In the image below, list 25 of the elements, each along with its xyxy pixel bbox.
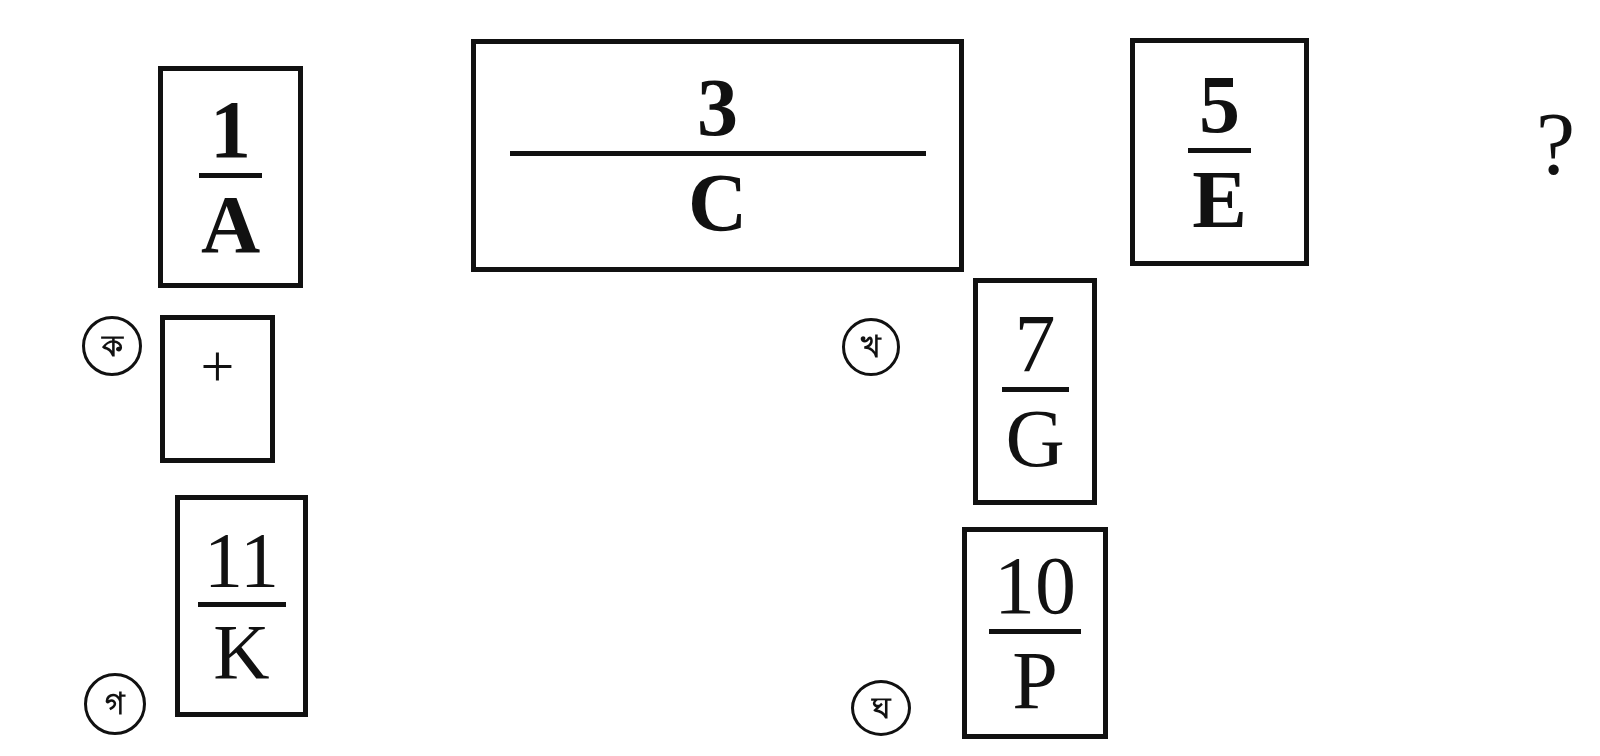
denominator: A: [200, 185, 261, 264]
numerator: 3: [697, 69, 738, 147]
denominator: E: [1192, 160, 1247, 239]
numerator: 5: [1199, 65, 1240, 144]
fraction-box: [973, 278, 1097, 505]
fraction-box: [160, 315, 275, 463]
option-marker: ঘ: [851, 680, 911, 736]
denominator: G: [1005, 400, 1065, 478]
denominator: C: [687, 164, 748, 242]
fraction-box: [962, 527, 1108, 739]
fraction-box: [158, 66, 303, 288]
fraction-box: [471, 39, 964, 272]
fraction-box: [1130, 38, 1309, 266]
question-mark: ?: [1536, 100, 1576, 188]
denominator: K: [213, 614, 270, 689]
numerator: 11: [203, 523, 280, 598]
numerator: 7: [1014, 305, 1056, 383]
numerator: 1: [210, 90, 251, 169]
fraction-box: [175, 495, 308, 717]
denominator: P: [1012, 641, 1058, 720]
plus-sign: +: [200, 338, 235, 395]
option-marker: ক: [82, 316, 142, 376]
numerator: 10: [994, 546, 1076, 625]
option-marker: খ: [842, 318, 900, 376]
option-marker: গ: [84, 673, 146, 735]
